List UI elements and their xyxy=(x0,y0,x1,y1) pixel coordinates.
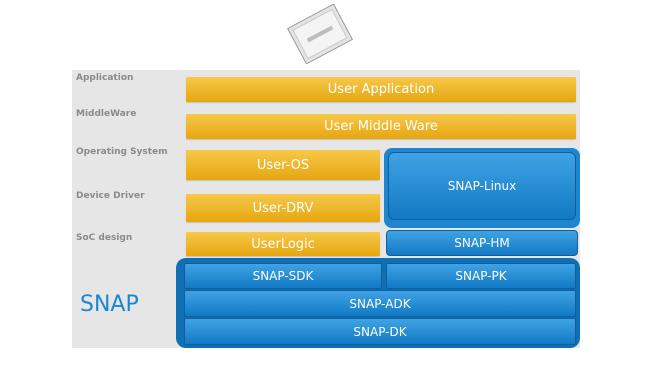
block-snap-linux: SNAP-Linux xyxy=(388,152,576,220)
block-user-logic: UserLogic xyxy=(186,232,380,256)
block-user-application: User Application xyxy=(186,77,576,102)
block-user-middleware: User Middle Ware xyxy=(186,114,576,139)
block-snap-adk: SNAP-ADK xyxy=(184,290,576,317)
block-snap-sdk: SNAP-SDK xyxy=(184,263,382,289)
layer-label-snap: SNAP xyxy=(80,292,139,317)
block-snap-pk: SNAP-PK xyxy=(386,263,576,289)
layer-label-operating-system: Operating System xyxy=(76,147,168,157)
block-snap-hm: SNAP-HM xyxy=(386,230,578,256)
chip-icon xyxy=(285,3,355,65)
block-user-drv: User-DRV xyxy=(186,194,380,222)
block-user-os: User-OS xyxy=(186,150,380,180)
layer-label-soc-design: SoC design xyxy=(76,233,133,243)
block-snap-dk: SNAP-DK xyxy=(184,318,576,345)
layer-label-middleware: MiddleWare xyxy=(76,109,137,119)
layer-label-device-driver: Device Driver xyxy=(76,191,145,201)
layer-label-application: Application xyxy=(76,73,134,83)
